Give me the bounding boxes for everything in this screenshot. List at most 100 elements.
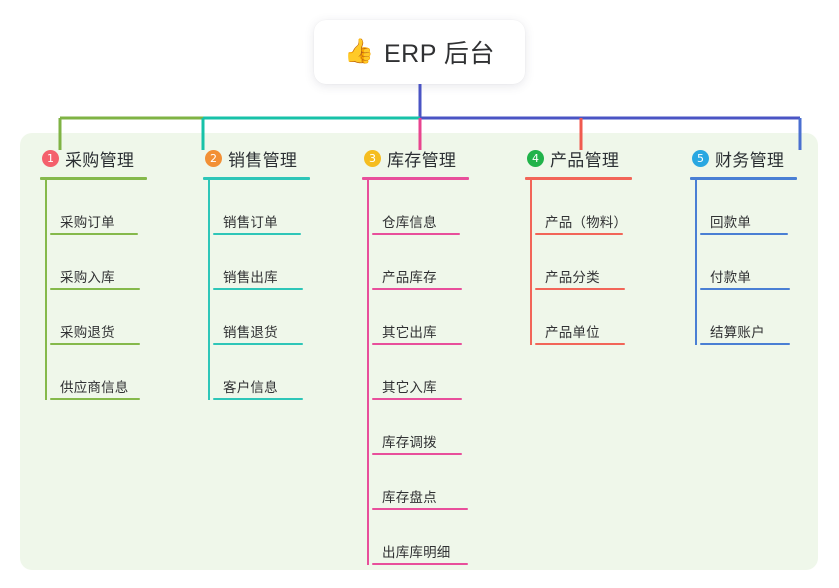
branch-item-list: 回款单付款单结算账户 [690, 180, 805, 345]
branch-item-rule [372, 508, 468, 510]
branch-column-1: 1 采购管理采购订单采购入库采购退货供应商信息 [40, 146, 155, 400]
branch-title: 采购管理 [65, 150, 135, 170]
branch-item-label: 库存调拨 [382, 435, 437, 450]
branch-title: 财务管理 [715, 150, 785, 170]
branch-item-label: 产品分类 [545, 270, 600, 285]
branch-index-badge: 2 [205, 149, 222, 167]
branch-item[interactable]: 产品分类 [535, 235, 640, 290]
branch-item-label: 采购订单 [60, 215, 115, 230]
branch-column-2: 2 销售管理销售订单销售出库销售退货客户信息 [203, 146, 318, 400]
branch-item-rule [50, 288, 140, 290]
branch-item-rule [213, 398, 303, 400]
branch-item-label: 出库库明细 [382, 545, 451, 560]
branch-item[interactable]: 销售退货 [213, 290, 318, 345]
branch-item-rule [535, 343, 625, 345]
branch-header[interactable]: 2 销售管理 [203, 146, 318, 170]
branch-item-label: 销售订单 [223, 215, 278, 230]
branch-index-badge: 5 [692, 149, 709, 167]
branch-panel [20, 133, 818, 570]
branch-spine [367, 180, 369, 565]
branch-item[interactable]: 采购退货 [50, 290, 155, 345]
branch-item-rule [372, 453, 462, 455]
branch-item[interactable]: 客户信息 [213, 345, 318, 400]
branch-item-rule [50, 233, 138, 235]
branch-item-label: 采购退货 [60, 325, 115, 340]
branch-item[interactable]: 产品库存 [372, 235, 477, 290]
root-node[interactable]: 👍 ERP 后台 [314, 20, 525, 84]
branch-title: 库存管理 [387, 150, 457, 170]
branch-item[interactable]: 采购订单 [50, 180, 155, 235]
branch-item-label: 其它出库 [382, 325, 437, 340]
branch-index-badge: 3 [364, 149, 381, 167]
branch-item-label: 客户信息 [223, 380, 278, 395]
branch-item[interactable]: 库存盘点 [372, 455, 477, 510]
branch-item-label: 产品库存 [382, 270, 437, 285]
branch-item-label: 其它入库 [382, 380, 437, 395]
branch-item-list: 采购订单采购入库采购退货供应商信息 [40, 180, 155, 400]
branch-item-label: 库存盘点 [382, 490, 437, 505]
branch-item[interactable]: 销售订单 [213, 180, 318, 235]
branch-column-4: 4 产品管理产品（物料） 产品分类产品单位 [525, 146, 640, 345]
branch-item[interactable]: 产品（物料） [535, 180, 640, 235]
branch-item-rule [50, 398, 140, 400]
branch-item[interactable]: 库存调拨 [372, 400, 477, 455]
branch-header[interactable]: 3 库存管理 [362, 146, 477, 170]
branch-item[interactable]: 产品单位 [535, 290, 640, 345]
branch-spine [45, 180, 47, 400]
branch-item[interactable]: 采购入库 [50, 235, 155, 290]
branch-header[interactable]: 4 产品管理 [525, 146, 640, 170]
branch-header[interactable]: 5 财务管理 [690, 146, 805, 170]
branch-item-rule [372, 563, 468, 565]
branch-column-5: 5 财务管理回款单付款单结算账户 [690, 146, 805, 345]
branch-item-label: 产品（物料） [545, 215, 628, 230]
branch-index-badge: 4 [527, 149, 544, 167]
branch-item-rule [213, 343, 303, 345]
branch-item-list: 销售订单销售出库销售退货客户信息 [203, 180, 318, 400]
branch-header-rule [203, 177, 310, 180]
branch-header-rule [525, 177, 632, 180]
branch-item[interactable]: 供应商信息 [50, 345, 155, 400]
branch-item-rule [213, 288, 303, 290]
branch-spine [208, 180, 210, 400]
branch-item[interactable]: 回款单 [700, 180, 805, 235]
branch-item[interactable]: 出库库明细 [372, 510, 477, 565]
root-node-title: ERP 后台 [383, 40, 495, 68]
branch-item-list: 产品（物料） 产品分类产品单位 [525, 180, 640, 345]
branch-spine [695, 180, 697, 345]
branch-item-label: 仓库信息 [382, 215, 437, 230]
branch-item-label: 销售退货 [223, 325, 278, 340]
branch-header-rule [362, 177, 469, 180]
branch-header[interactable]: 1 采购管理 [40, 146, 155, 170]
branch-item-rule [535, 233, 623, 235]
branch-item-rule [213, 233, 301, 235]
branch-title: 产品管理 [550, 150, 620, 170]
branch-item-rule [700, 343, 790, 345]
branch-item-rule [372, 398, 462, 400]
branch-item-rule [535, 288, 625, 290]
branch-item-label: 回款单 [710, 215, 752, 230]
branch-item-label: 产品单位 [545, 325, 600, 340]
branch-item[interactable]: 销售出库 [213, 235, 318, 290]
branch-item-rule [372, 343, 462, 345]
branch-item-label: 销售出库 [223, 270, 278, 285]
branch-item[interactable]: 结算账户 [700, 290, 805, 345]
branch-item-label: 采购入库 [60, 270, 115, 285]
branch-item-list: 仓库信息产品库存其它出库其它入库库存调拨库存盘点出库库明细 [362, 180, 477, 565]
branch-item[interactable]: 其它入库 [372, 345, 477, 400]
branch-item-rule [372, 233, 460, 235]
branch-spine [530, 180, 532, 345]
branch-item-label: 供应商信息 [60, 380, 129, 395]
branch-item-rule [700, 288, 790, 290]
branch-item[interactable]: 仓库信息 [372, 180, 477, 235]
branch-item-rule [372, 288, 462, 290]
branch-header-rule [40, 177, 147, 180]
branch-item[interactable]: 其它出库 [372, 290, 477, 345]
branch-item[interactable]: 付款单 [700, 235, 805, 290]
branch-index-badge: 1 [42, 149, 59, 167]
branch-item-label: 付款单 [710, 270, 752, 285]
branch-title: 销售管理 [228, 150, 298, 170]
branch-item-label: 结算账户 [710, 325, 765, 340]
branch-header-rule [690, 177, 797, 180]
